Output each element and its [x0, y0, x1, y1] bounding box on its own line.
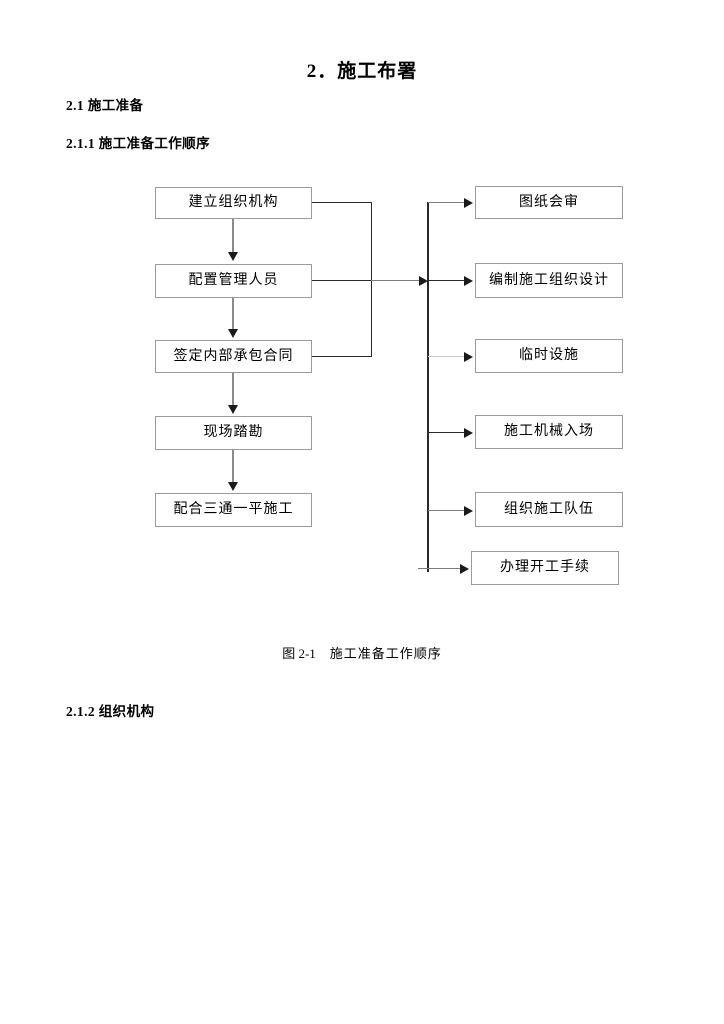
- arrowhead-r3-icon: [464, 351, 473, 362]
- flow-node-construction-org-design: 编制施工组织设计: [475, 263, 623, 298]
- flow-node-sign-internal-contract: 签定内部承包合同: [155, 340, 312, 373]
- flow-node-start-work-procedures: 办理开工手续: [471, 551, 619, 585]
- connector-distribution-bus: [427, 202, 429, 572]
- flow-node-three-connections-leveling: 配合三通一平施工: [155, 493, 312, 527]
- arrowhead-l1-l2-icon: [227, 252, 238, 261]
- connector-bus-to-r5: [428, 510, 466, 512]
- figure-caption-number: 图 2-1: [282, 646, 316, 661]
- connector-bus-to-r6: [418, 568, 462, 570]
- section-heading-2-1: 2.1 施工准备: [66, 98, 144, 113]
- arrowhead-bracket-to-bus-icon: [419, 275, 428, 286]
- figure-caption-text: 施工准备工作顺序: [329, 646, 442, 661]
- arrowhead-r6-icon: [460, 563, 469, 574]
- connector-l3-l4: [232, 373, 234, 408]
- connector-l3-to-bracket: [312, 356, 372, 358]
- connector-bracket-spine: [370, 202, 372, 357]
- section-heading-2-1-2: 2.1.2 组织机构: [66, 704, 155, 719]
- connector-bus-to-r2: [428, 280, 466, 282]
- connector-l4-l5: [232, 450, 234, 485]
- connector-l2-l3: [232, 298, 234, 332]
- figure-caption: 图 2-1 施工准备工作顺序: [0, 643, 724, 662]
- arrowhead-r1-icon: [464, 197, 473, 208]
- arrowhead-r4-icon: [464, 427, 473, 438]
- flow-node-machinery-entry: 施工机械入场: [475, 415, 623, 449]
- flow-node-site-survey: 现场踏勘: [155, 416, 312, 450]
- flow-node-assign-management-staff: 配置管理人员: [155, 264, 312, 298]
- page-title: 2．施工布署: [306, 61, 418, 82]
- arrowhead-r2-icon: [464, 275, 473, 286]
- section-heading-2-1-1: 2.1.1 施工准备工作顺序: [66, 136, 210, 151]
- arrowhead-l3-l4-icon: [227, 405, 238, 414]
- connector-bracket-to-bus: [371, 280, 421, 282]
- arrowhead-l4-l5-icon: [227, 482, 238, 491]
- connector-l2-to-bracket: [312, 280, 372, 282]
- flow-node-drawing-review: 图纸会审: [475, 186, 623, 219]
- flow-node-establish-organization: 建立组织机构: [155, 187, 312, 219]
- connector-l1-to-bracket: [312, 202, 372, 204]
- connector-l1-l2: [232, 219, 234, 256]
- flowchart-figure: 建立组织机构 配置管理人员 签定内部承包合同 现场踏勘 配合三通一平施工: [155, 186, 623, 585]
- connector-bus-to-r1: [428, 202, 466, 204]
- connector-bus-to-r4: [428, 432, 466, 434]
- connector-bus-to-r3: [428, 356, 466, 358]
- arrowhead-r5-icon: [464, 505, 473, 516]
- arrowhead-l2-l3-icon: [227, 329, 238, 338]
- flow-node-organize-teams: 组织施工队伍: [475, 492, 623, 527]
- flow-node-temporary-facilities: 临时设施: [475, 339, 623, 373]
